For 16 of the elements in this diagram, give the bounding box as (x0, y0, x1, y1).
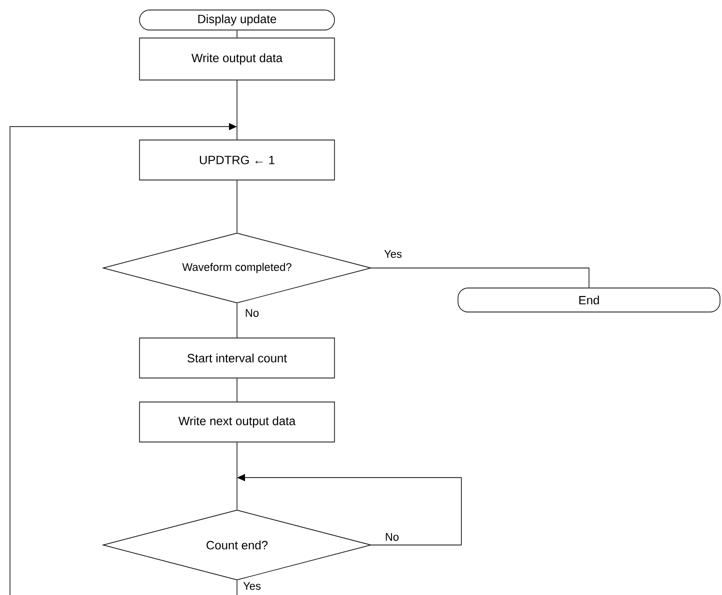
connector (236, 442, 238, 510)
connector (10, 123, 238, 595)
process-box: Write next output data (139, 402, 335, 442)
connector (236, 180, 238, 233)
edge-label: Yes (242, 581, 262, 591)
connector (236, 80, 238, 140)
connector (236, 378, 238, 402)
process-box: Start interval count (139, 338, 335, 378)
process-box: UPDTRG ← 1 (139, 140, 335, 180)
connector (236, 303, 238, 338)
edge-label: Yes (383, 249, 403, 259)
connector (371, 268, 590, 288)
process-box: Write output data (139, 38, 335, 80)
connector (236, 30, 238, 38)
edge-label: No (244, 308, 260, 318)
edge-label: No (384, 532, 400, 542)
